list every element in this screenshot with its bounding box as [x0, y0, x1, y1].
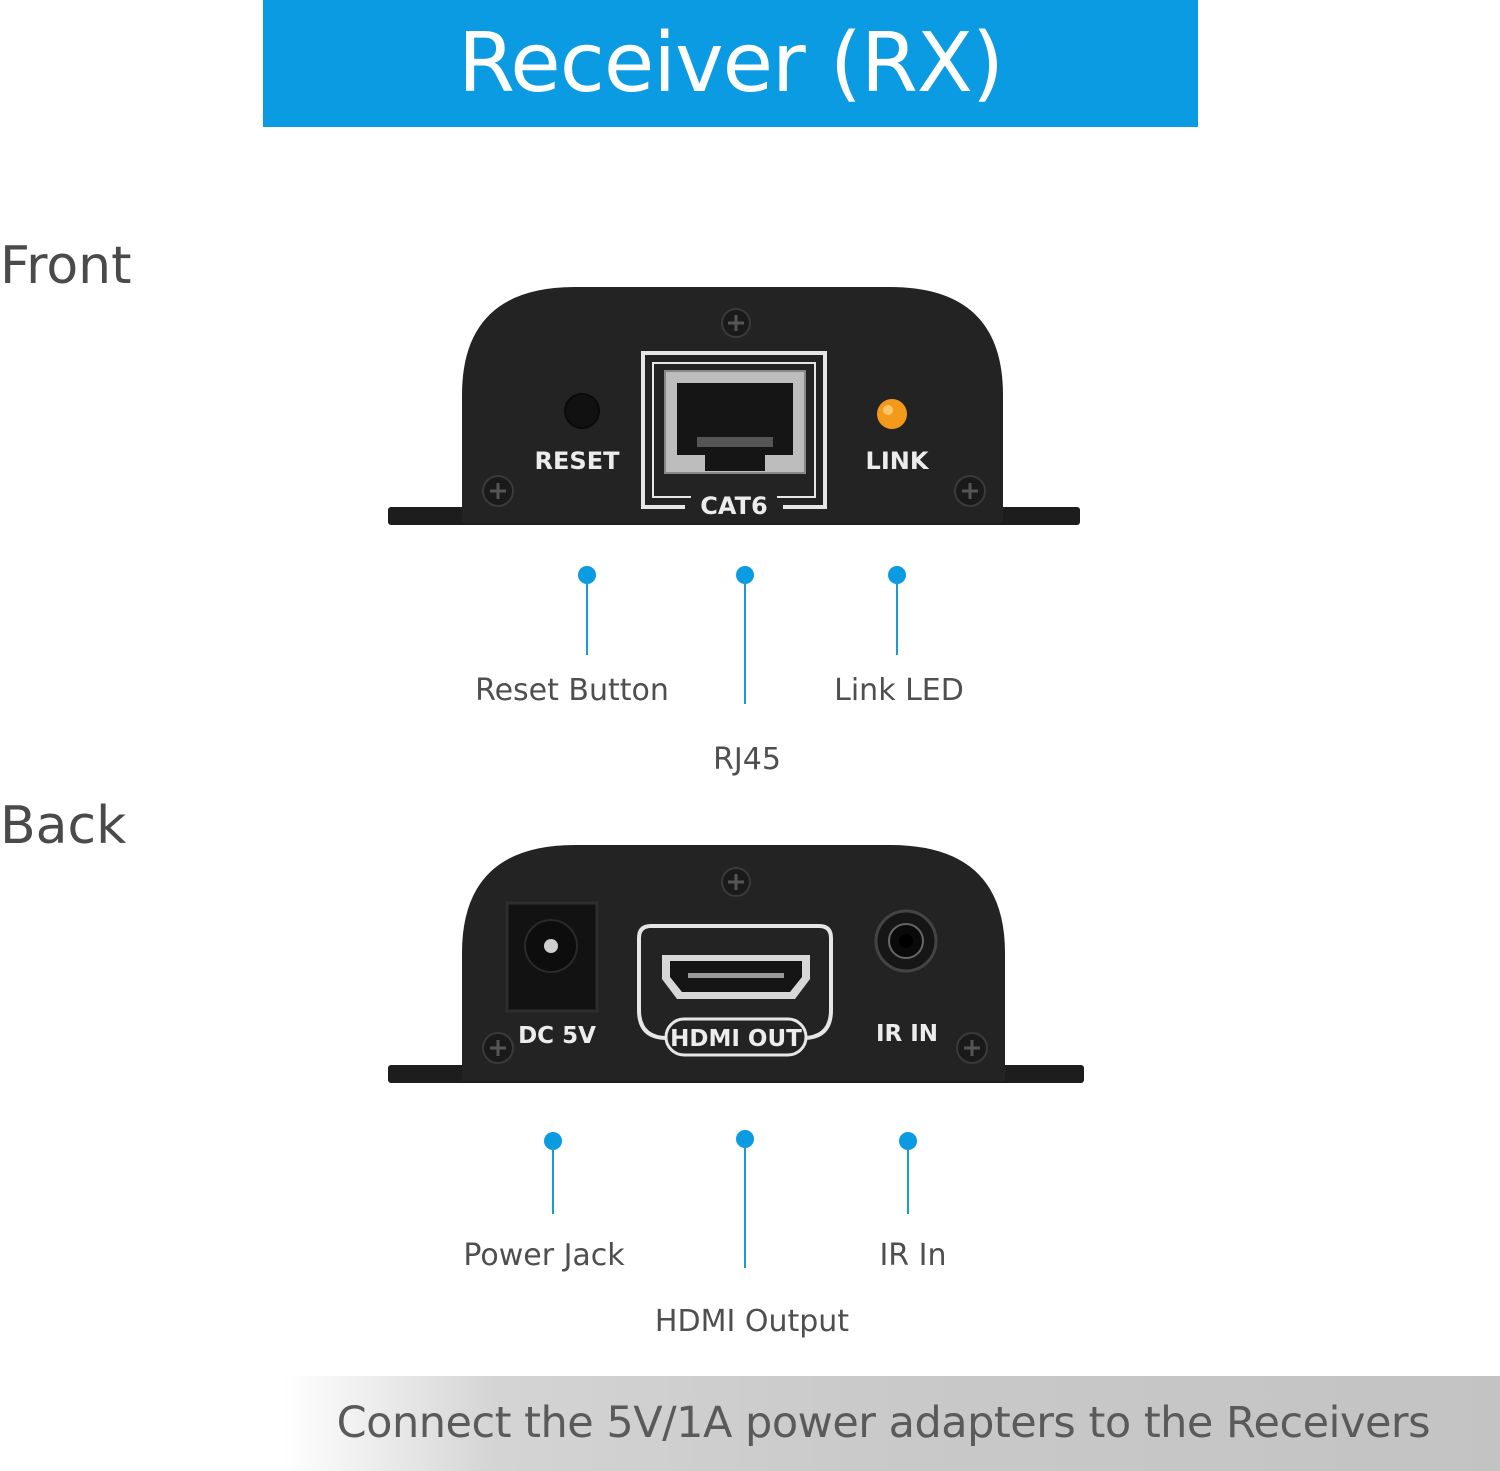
- screw-icon: [954, 475, 986, 507]
- hdmi-output-callout: HDMI Output: [654, 1304, 850, 1339]
- front-panel-device: RESET CAT6 LINK: [385, 285, 1085, 530]
- ir-in-callout: IR In: [879, 1238, 947, 1273]
- back-panel-device: DC 5V HDMI OUT IR IN: [385, 843, 1085, 1088]
- hdmi-callout-dot: [736, 1130, 754, 1148]
- title-banner: Receiver (RX): [263, 0, 1198, 127]
- ir-jack-icon: [874, 909, 938, 973]
- ir-callout-dot: [899, 1132, 917, 1150]
- rj45-port-icon: [664, 370, 806, 474]
- link-panel-label: LINK: [866, 447, 930, 475]
- rj45-callout: RJ45: [713, 742, 781, 777]
- reset-button-callout: Reset Button: [475, 673, 669, 708]
- screw-icon: [721, 308, 751, 338]
- front-section-label: Front: [0, 236, 132, 296]
- back-section-label: Back: [0, 796, 127, 856]
- reset-panel-label: RESET: [535, 447, 621, 475]
- screw-icon: [482, 1032, 514, 1064]
- link-callout-line: [896, 580, 898, 655]
- footer-note: Connect the 5V/1A power adapters to the …: [336, 1398, 1431, 1448]
- power-jack-callout: Power Jack: [463, 1238, 625, 1273]
- screw-icon: [956, 1032, 988, 1064]
- page-title: Receiver (RX): [458, 15, 1004, 111]
- link-led-callout: Link LED: [834, 673, 964, 708]
- reset-callout-dot: [578, 566, 596, 584]
- reset-button-icon: [564, 393, 600, 429]
- hdmi-panel-label: HDMI OUT: [670, 1026, 802, 1052]
- hdmi-port-icon: [662, 955, 810, 999]
- ir-callout-line: [907, 1146, 909, 1214]
- hdmi-callout-line: [744, 1144, 746, 1268]
- front-panel-illustration: RESET CAT6 LINK: [388, 287, 1080, 525]
- back-panel-illustration: DC 5V HDMI OUT IR IN: [388, 845, 1084, 1083]
- ir-panel-label: IR IN: [876, 1021, 938, 1047]
- screw-icon: [721, 867, 751, 897]
- footer-banner: Connect the 5V/1A power adapters to the …: [0, 1376, 1500, 1471]
- cat6-panel-label: CAT6: [700, 492, 767, 520]
- screw-icon: [482, 475, 514, 507]
- dc-panel-label: DC 5V: [518, 1023, 596, 1049]
- link-callout-dot: [888, 566, 906, 584]
- reset-callout-line: [586, 580, 588, 655]
- power-jack-icon: [505, 901, 599, 1013]
- rj45-callout-dot: [736, 566, 754, 584]
- power-callout-dot: [544, 1132, 562, 1150]
- link-led-icon: [877, 399, 907, 429]
- power-callout-line: [552, 1146, 554, 1214]
- rj45-callout-line: [744, 580, 746, 704]
